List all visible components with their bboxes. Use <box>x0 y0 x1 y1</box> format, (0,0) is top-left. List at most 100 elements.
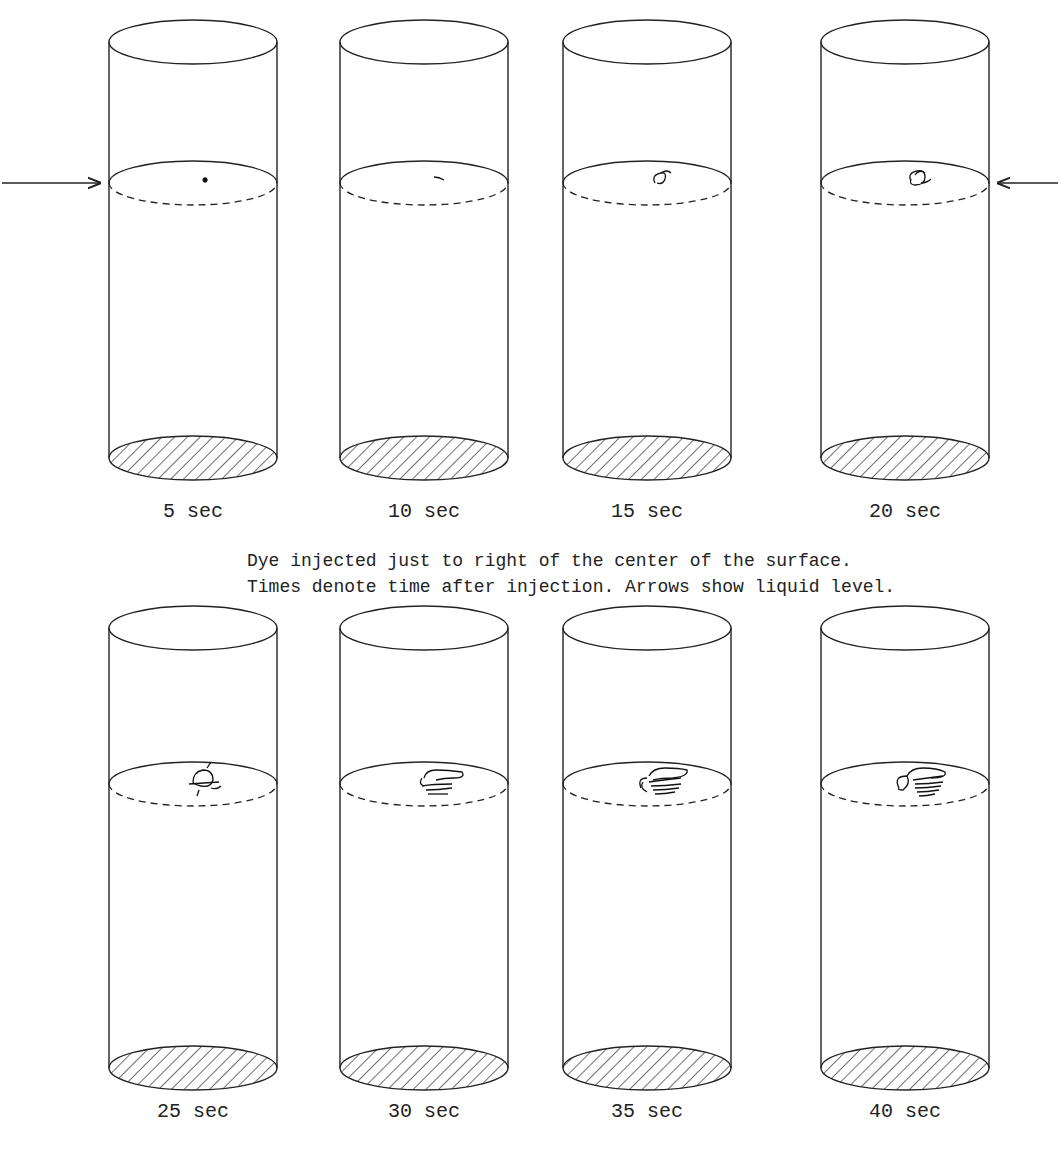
liquid-surface <box>821 762 989 784</box>
liquid-surface <box>340 762 508 784</box>
cylinder-rim <box>340 20 508 64</box>
cylinder-base <box>109 436 277 480</box>
dye-streak <box>661 171 671 173</box>
cylinder-wall <box>108 628 109 1068</box>
time-label: 30 sec <box>388 1100 460 1123</box>
dye-streak <box>653 788 679 790</box>
dye-streak <box>434 177 444 180</box>
dye-streak <box>211 786 221 789</box>
liquid-surface <box>821 784 989 806</box>
dye-streak <box>422 784 452 786</box>
cylinder-rim <box>821 20 989 64</box>
dye-streak <box>649 778 681 782</box>
cylinder-wall <box>276 42 277 458</box>
liquid-surface <box>109 161 277 183</box>
cylinder-base <box>821 1046 989 1090</box>
level-arrow <box>998 182 1058 184</box>
time-label: 25 sec <box>157 1100 229 1123</box>
cylinder-base <box>340 1046 508 1090</box>
cylinder-rim <box>563 606 731 650</box>
dye-streak <box>917 790 939 792</box>
figure-caption: Dye injected just to right of the center… <box>247 548 912 600</box>
dye-streak <box>655 792 675 794</box>
cylinder-wall <box>339 628 340 1068</box>
level-arrow <box>2 182 100 184</box>
cylinder-wall <box>108 42 109 458</box>
dye-streak <box>651 784 681 786</box>
cylinder-wall <box>507 628 508 1068</box>
time-label: 20 sec <box>869 500 941 523</box>
liquid-surface <box>563 183 731 205</box>
dye-streak <box>207 762 211 768</box>
cylinder <box>563 606 731 1090</box>
dye-streak <box>640 768 687 794</box>
dye-streak <box>203 178 207 182</box>
cylinder <box>109 606 277 1090</box>
cylinder-wall <box>730 628 731 1068</box>
liquid-surface <box>563 784 731 806</box>
dye-streak <box>203 178 207 182</box>
cylinder-wall <box>820 628 821 1068</box>
dye-streak <box>649 768 687 780</box>
liquid-surface <box>340 161 508 183</box>
dye-streak <box>420 778 424 786</box>
dye-streak <box>915 786 941 788</box>
cylinder-base <box>340 436 508 480</box>
liquid-surface <box>821 161 989 183</box>
liquid-surface <box>109 183 277 205</box>
time-label: 10 sec <box>388 500 460 523</box>
dye-streak <box>919 794 935 796</box>
cylinder-base <box>563 436 731 480</box>
dye-streak <box>915 171 925 175</box>
time-label: 35 sec <box>611 1100 683 1123</box>
cylinder-rim <box>563 20 731 64</box>
cylinder-wall <box>276 628 277 1068</box>
liquid-surface <box>109 784 277 806</box>
cylinder-wall <box>507 42 508 458</box>
dye-streak <box>921 179 931 183</box>
cylinder-base <box>821 436 989 480</box>
dye-streak <box>897 768 945 796</box>
cylinder <box>340 20 508 480</box>
dye-streak <box>654 171 671 184</box>
liquid-surface <box>821 183 989 205</box>
time-label: 15 sec <box>611 500 683 523</box>
cylinder-wall <box>562 42 563 458</box>
cylinder-wall <box>339 42 340 458</box>
dye-streak <box>640 778 647 788</box>
liquid-surface <box>340 784 508 806</box>
cylinder-rim <box>109 20 277 64</box>
cylinder-base <box>563 1046 731 1090</box>
dye-streak <box>189 782 219 784</box>
liquid-surface <box>563 762 731 784</box>
dye-streak <box>913 776 943 780</box>
cylinder <box>563 20 731 480</box>
dye-streak <box>910 171 931 185</box>
cylinder-wall <box>730 42 731 458</box>
dye-streak <box>434 177 444 180</box>
cylinder-rim <box>340 606 508 650</box>
cylinder-wall <box>988 42 989 458</box>
dye-streak <box>654 173 666 184</box>
time-label: 40 sec <box>869 1100 941 1123</box>
dye-streak <box>642 782 647 792</box>
cylinder-rim <box>821 606 989 650</box>
dye-streak <box>915 782 943 784</box>
cylinder-wall <box>988 628 989 1068</box>
liquid-surface <box>563 161 731 183</box>
cylinder <box>821 606 989 1090</box>
cylinder <box>109 20 277 480</box>
dye-streak <box>189 762 221 796</box>
dye-streak <box>197 790 199 796</box>
cylinder-base <box>109 1046 277 1090</box>
dye-streak <box>428 793 448 794</box>
time-label: 5 sec <box>163 500 223 523</box>
cylinder-wall <box>562 628 563 1068</box>
dye-streak <box>420 770 463 794</box>
liquid-surface <box>340 183 508 205</box>
cylinder-wall <box>820 42 821 458</box>
cylinder <box>821 20 989 480</box>
cylinder-rim <box>109 606 277 650</box>
dye-streak <box>897 776 908 790</box>
cylinder <box>340 606 508 1090</box>
